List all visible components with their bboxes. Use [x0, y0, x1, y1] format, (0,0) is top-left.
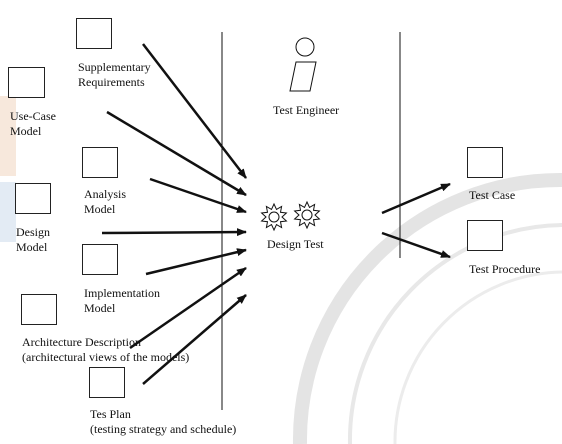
gears-icon [260, 200, 321, 232]
test-plan-artifact-icon [89, 367, 125, 398]
design-test-label: Design Test [267, 237, 324, 251]
architecture-description-label: Architecture Description (architectural … [22, 335, 190, 364]
arrow-design-test-to-test-case [381, 182, 451, 215]
analysis-model-artifact-icon [82, 147, 118, 178]
watermark-blue-bar [0, 182, 16, 242]
design-model-artifact-icon [15, 183, 51, 214]
supplementary-requirements-artifact-icon [76, 18, 112, 49]
test-procedure-artifact-icon [467, 220, 503, 251]
test-engineer-label: Test Engineer [273, 103, 340, 117]
test-case-artifact-icon [467, 147, 503, 178]
arrow-test-plan-to-design-test [142, 294, 247, 385]
supplementary-requirements-label: Supplementary Requirements [78, 60, 151, 89]
arrow-use-case-to-design-test [106, 110, 247, 197]
architecture-description-artifact-icon [21, 294, 57, 325]
worker-icon [289, 37, 317, 92]
test-procedure-label: Test Procedure [469, 262, 541, 276]
arrow-implementation-to-design-test [145, 248, 247, 276]
arrow-design-test-to-test-procedure [381, 231, 451, 259]
use-case-model-label: Use-Case Model [10, 109, 56, 138]
analysis-model-label: Analysis Model [84, 187, 126, 216]
design-model-label: Design Model [16, 225, 50, 254]
arrow-analysis-to-design-test [149, 177, 247, 214]
arrow-architecture-to-design-test [129, 266, 247, 350]
test-case-label: Test Case [469, 188, 516, 202]
test-plan-label: Tes Plan (testing strategy and schedule) [90, 407, 237, 436]
watermark-orange-bar [0, 96, 16, 176]
use-case-model-artifact-icon [8, 67, 45, 98]
arrow-supplementary-to-design-test [142, 43, 247, 179]
arrow-design-to-design-test [101, 228, 247, 237]
implementation-model-artifact-icon [82, 244, 118, 275]
implementation-model-label: Implementation Model [84, 286, 160, 315]
